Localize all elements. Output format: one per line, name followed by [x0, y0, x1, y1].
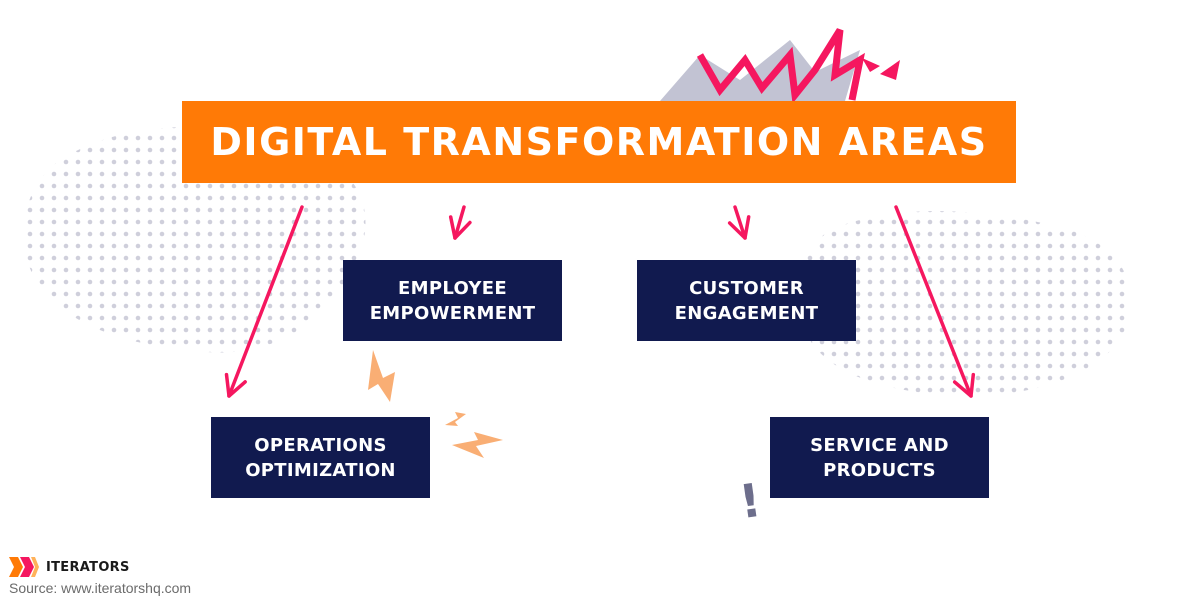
area-label-line-1: OPERATIONS: [254, 433, 387, 458]
diagram-title: DIGITAL TRANSFORMATION AREAS: [182, 101, 1016, 183]
arrow-to-employee: [455, 207, 464, 238]
exclamation-mark: !: [736, 473, 764, 529]
lightning-bolt-medium: [452, 432, 503, 458]
iterators-logo-text: ITERATORS: [46, 560, 130, 575]
iterators-logo-icon: [9, 556, 39, 578]
arrow-to-customer: [735, 207, 745, 238]
area-label-line-1: CUSTOMER: [689, 276, 804, 301]
area-box-operations-optimization: OPERATIONS OPTIMIZATION: [211, 417, 430, 498]
area-box-service-and-products: SERVICE AND PRODUCTS: [770, 417, 989, 498]
lightning-bolt-small: [445, 412, 466, 426]
area-label-line-2: ENGAGEMENT: [675, 301, 819, 326]
area-box-employee-empowerment: EMPLOYEE EMPOWERMENT: [343, 260, 562, 341]
zigzag-mark-2: [880, 60, 900, 80]
iterators-logo: ITERATORS: [9, 556, 130, 578]
area-label-line-1: EMPLOYEE: [398, 276, 507, 301]
source-caption: Source: www.iteratorshq.com: [9, 580, 191, 596]
area-box-customer-engagement: CUSTOMER ENGAGEMENT: [637, 260, 856, 341]
lightning-bolt-large: [368, 350, 395, 402]
area-label-line-1: SERVICE AND: [810, 433, 949, 458]
area-label-line-2: EMPOWERMENT: [370, 301, 536, 326]
area-label-line-2: PRODUCTS: [823, 458, 936, 483]
area-label-line-2: OPTIMIZATION: [245, 458, 396, 483]
diagram-title-text: DIGITAL TRANSFORMATION AREAS: [210, 120, 987, 164]
zigzag-mark-1: [862, 58, 880, 72]
